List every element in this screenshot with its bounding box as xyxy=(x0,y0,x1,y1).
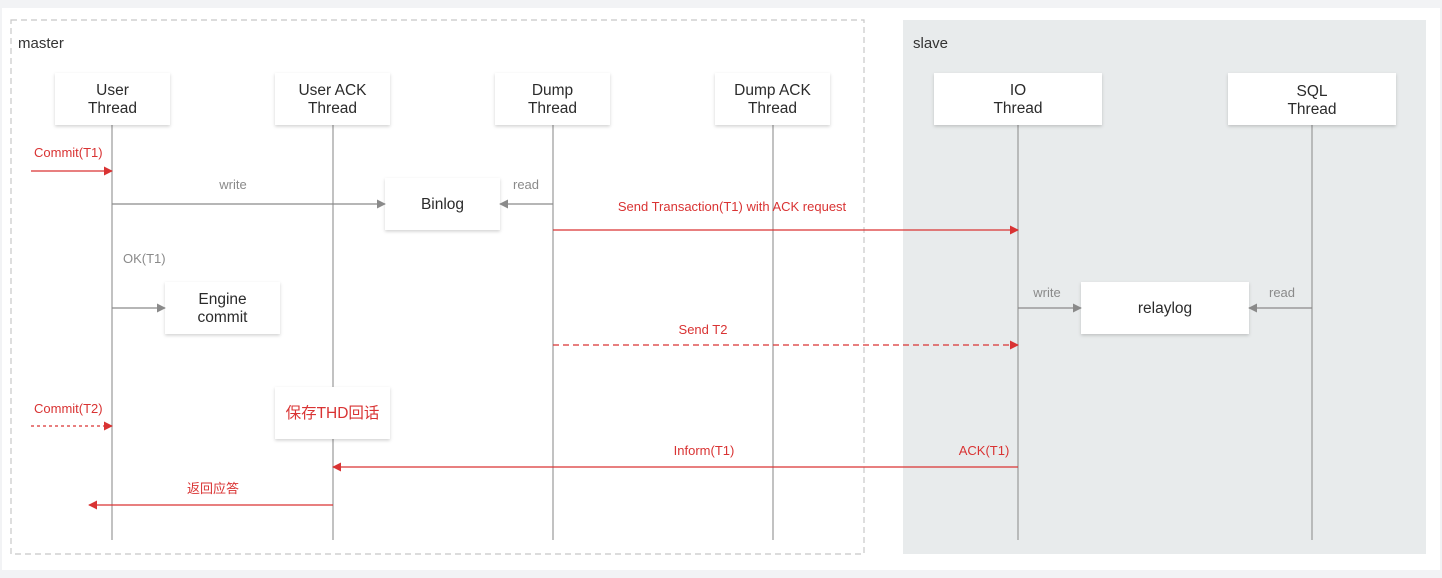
svg-text:Send T2: Send T2 xyxy=(679,322,728,337)
io-thread-box: IO Thread xyxy=(934,73,1102,125)
svg-text:Engine: Engine xyxy=(198,291,246,308)
dump-thread-box: Dump Thread xyxy=(495,73,610,125)
svg-text:Thread: Thread xyxy=(993,100,1042,117)
svg-text:commit: commit xyxy=(198,309,249,326)
binlog-box: Binlog xyxy=(385,178,500,230)
inform-t1-message: Inform(T1) ACK(T1) xyxy=(332,443,1018,472)
commit-t2-message: Commit(T2) xyxy=(31,401,113,431)
svg-text:User: User xyxy=(96,82,129,99)
read-binlog-message: read xyxy=(499,177,553,209)
slave-label: slave xyxy=(913,35,948,52)
write-relaylog-message: write xyxy=(1018,285,1082,313)
svg-text:OK(T1): OK(T1) xyxy=(123,251,166,266)
save-thd-session-box: 保存THD回话 xyxy=(275,387,390,439)
svg-text:relaylog: relaylog xyxy=(1138,300,1192,317)
svg-text:保存THD回话: 保存THD回话 xyxy=(286,404,380,422)
svg-text:SQL: SQL xyxy=(1296,83,1327,100)
svg-text:Commit(T2): Commit(T2) xyxy=(34,401,103,416)
svg-text:Thread: Thread xyxy=(308,100,357,117)
svg-text:返回应答: 返回应答 xyxy=(187,481,239,496)
read-relaylog-message: read xyxy=(1248,285,1312,313)
svg-text:User ACK: User ACK xyxy=(298,82,367,99)
sql-thread-box: SQL Thread xyxy=(1228,73,1396,125)
user-thread-box: User Thread xyxy=(55,73,170,125)
ok-t1-message: OK(T1) xyxy=(112,251,166,313)
svg-text:Binlog: Binlog xyxy=(421,196,464,213)
svg-text:Thread: Thread xyxy=(88,100,137,117)
svg-text:write: write xyxy=(1032,285,1060,300)
svg-text:read: read xyxy=(1269,285,1295,300)
svg-text:read: read xyxy=(513,177,539,192)
send-t2-message: Send T2 xyxy=(553,322,1019,350)
send-transaction-message: Send Transaction(T1) with ACK request xyxy=(553,199,1019,235)
svg-text:Commit(T1): Commit(T1) xyxy=(34,145,103,160)
svg-text:Thread: Thread xyxy=(528,100,577,117)
svg-text:Thread: Thread xyxy=(748,100,797,117)
write-binlog-message: write xyxy=(112,177,386,209)
user-ack-thread-box: User ACK Thread xyxy=(275,73,390,125)
commit-t1-message: Commit(T1) xyxy=(31,145,113,176)
svg-text:Dump ACK: Dump ACK xyxy=(734,82,811,99)
engine-commit-box: Engine commit xyxy=(165,282,280,334)
return-answer-message: 返回应答 xyxy=(88,481,333,510)
svg-text:IO: IO xyxy=(1010,82,1026,99)
svg-text:Thread: Thread xyxy=(1287,101,1336,118)
svg-text:Inform(T1): Inform(T1) xyxy=(674,443,735,458)
svg-text:ACK(T1): ACK(T1) xyxy=(959,443,1010,458)
dump-ack-thread-box: Dump ACK Thread xyxy=(715,73,830,125)
master-label: master xyxy=(18,35,64,52)
relaylog-box: relaylog xyxy=(1081,282,1249,334)
master-region xyxy=(10,19,865,555)
svg-text:Dump: Dump xyxy=(532,82,573,99)
svg-text:write: write xyxy=(218,177,246,192)
svg-text:Send Transaction(T1) with ACK: Send Transaction(T1) with ACK request xyxy=(618,199,847,214)
